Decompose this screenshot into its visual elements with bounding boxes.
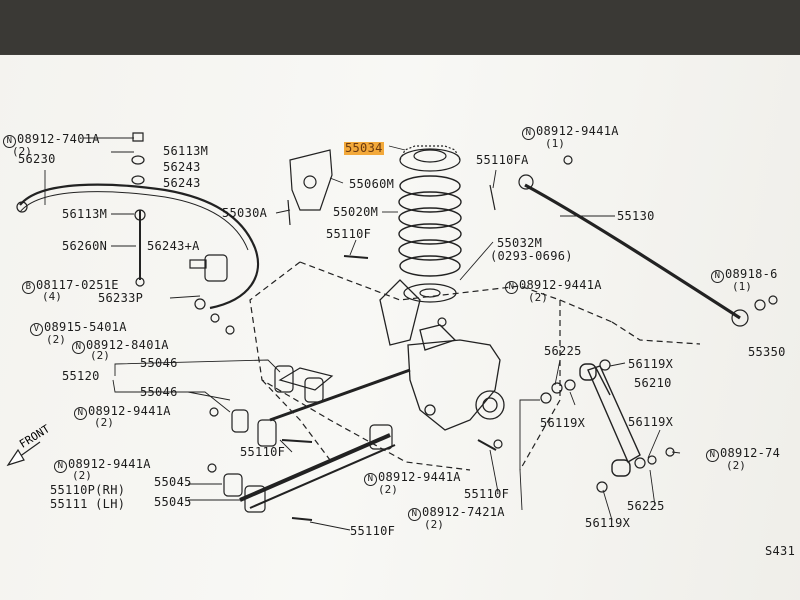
- part-label-56119x-2: 56119X: [540, 416, 586, 430]
- part-label-56225-2: 56225: [627, 499, 665, 513]
- ref-qty: (2): [528, 291, 548, 304]
- part-label-56230: 56230: [18, 152, 56, 166]
- part-label-55020m: 55020M: [333, 205, 379, 219]
- upper-link: [269, 368, 411, 422]
- part-label-55110f-4: 55110F: [464, 487, 510, 501]
- ref-qty: (4): [42, 290, 62, 303]
- part-label-55045: 55045: [154, 475, 192, 489]
- bracket-55060m: [289, 149, 333, 211]
- diagram-code: S431: [765, 544, 796, 558]
- part-label-56113m-2: 56113M: [62, 207, 108, 221]
- part-label-55110f: 55110F: [326, 227, 372, 241]
- part-label-55046: 55046: [140, 356, 178, 370]
- parts-diagram-sheet: [0, 55, 800, 600]
- part-label-55110f-3: 55110F: [350, 524, 396, 538]
- ref-qty: (2): [72, 469, 92, 482]
- ref-qty: (2): [94, 416, 114, 429]
- part-label-56119x: 56119X: [628, 357, 674, 371]
- part-label-55120: 55120: [62, 369, 100, 383]
- part-label-55130: 55130: [617, 209, 655, 223]
- part-label-56210: 56210: [634, 376, 672, 390]
- shock-absorber: [579, 363, 641, 477]
- part-label-55034-highlighted: 55034: [344, 141, 384, 155]
- part-label-56243: 56243: [163, 160, 201, 174]
- part-label-56119x-3: 56119X: [628, 415, 674, 429]
- part-label-56225: 56225: [544, 344, 582, 358]
- ref-qty: (2): [424, 518, 444, 531]
- part-label-55110f-2: 55110F: [240, 445, 286, 459]
- stabilizer-bar: [19, 183, 260, 310]
- part-label-55060m: 55060M: [349, 177, 395, 191]
- panhard-rod: [524, 183, 741, 320]
- lower-spring-seat: [403, 283, 457, 303]
- ref-qty: (2): [378, 483, 398, 496]
- part-label-55032m: 55032M: [497, 236, 543, 250]
- part-label-55110fa: 55110FA: [476, 153, 529, 167]
- part-label-55046-2: 55046: [140, 385, 178, 399]
- part-label-55030a: 55030A: [222, 206, 268, 220]
- ref-qty: (2): [12, 145, 32, 158]
- part-label-56113m: 56113M: [163, 144, 209, 158]
- part-label-56243a: 56243+A: [147, 239, 200, 253]
- ref-qty: (1): [545, 137, 565, 150]
- ref-qty: (2): [46, 333, 66, 346]
- part-label-56233p: 56233P: [98, 291, 144, 305]
- part-label-56260n: 56260N: [62, 239, 108, 253]
- part-label-56243-2: 56243: [163, 176, 201, 190]
- part-label-55032m-date: (0293-0696): [490, 249, 573, 263]
- stabilizer-bushing: [204, 254, 228, 282]
- coil-spring: [398, 175, 462, 277]
- upper-spring-seat: [399, 145, 461, 172]
- dashed-outline-top: [299, 261, 613, 323]
- part-label-55111-lh: 55111 (LH): [50, 497, 126, 511]
- dashed-outline-left: [249, 261, 471, 471]
- leader-lines: [44, 137, 681, 531]
- ref-qty: (2): [726, 459, 746, 472]
- part-label-55110p-rh: 55110P(RH): [50, 483, 126, 497]
- ref-qty: (2): [90, 349, 110, 362]
- axle-housing: [379, 279, 505, 431]
- ref-qty: (1): [732, 280, 752, 293]
- part-label-55045-2: 55045: [154, 495, 192, 509]
- part-label-55350: 55350: [748, 345, 786, 359]
- part-label-56119x-4: 56119X: [585, 516, 631, 530]
